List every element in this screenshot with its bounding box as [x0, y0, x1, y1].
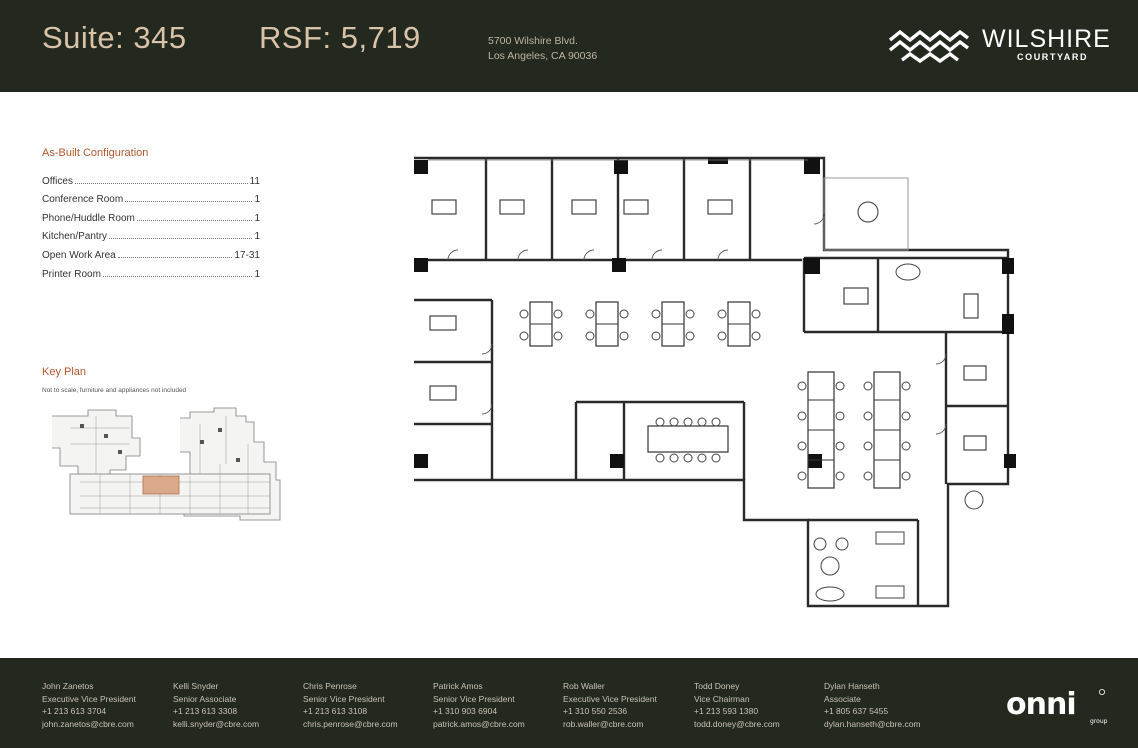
contact-title: Executive Vice President: [563, 693, 657, 704]
config-label: Conference Room: [42, 194, 124, 206]
contact-phone: +1 805 637 5455: [824, 706, 889, 716]
contact-title: Senior Associate: [173, 693, 237, 704]
brand-subtitle: COURTYARD: [1017, 52, 1089, 62]
config-row: Offices 11: [42, 168, 260, 187]
contact-card: Chris Penrose Senior Vice President +1 2…: [303, 680, 398, 730]
leader-dots: [136, 219, 253, 221]
config-value: 1: [254, 194, 260, 206]
contact-phone: +1 310 550 2536: [563, 706, 628, 716]
onni-group-logo: onni group: [1006, 687, 1108, 725]
leader-dots: [109, 238, 253, 240]
config-row: Kitchen/Pantry 1: [42, 224, 260, 243]
contact-card: Dylan Hanseth Associate +1 805 637 5455 …: [824, 680, 921, 730]
rsf-value: RSF: 5,719: [259, 20, 421, 55]
highlighted-suite: [142, 475, 180, 495]
config-row: Conference Room 1: [42, 187, 260, 206]
contact-card: Kelli Snyder Senior Associate +1 213 613…: [173, 680, 259, 730]
floor-plan-drawing: [414, 156, 1016, 608]
wilshire-courtyard-logo: WILSHIRE COURTYARD: [888, 24, 1111, 68]
contact-name: Todd Doney: [694, 681, 740, 691]
config-row: Phone/Huddle Room 1: [42, 205, 260, 224]
contact-name: Kelli Snyder: [173, 681, 219, 691]
contact-title: Associate: [824, 693, 861, 704]
contact-phone: +1 310 903 6904: [433, 706, 498, 716]
contact-email[interactable]: patrick.amos@cbre.com: [433, 718, 525, 729]
contact-name: Rob Waller: [563, 681, 605, 691]
contact-phone: +1 213 613 3308: [173, 706, 238, 716]
contact-title: Executive Vice President: [42, 693, 136, 704]
contact-name: Chris Penrose: [303, 681, 357, 691]
leader-dots: [102, 275, 253, 277]
contact-card: Rob Waller Executive Vice President +1 3…: [563, 680, 657, 730]
config-label: Phone/Huddle Room: [42, 212, 135, 224]
address-line-2: Los Angeles, CA 90036: [488, 50, 598, 62]
contact-title: Senior Vice President: [433, 693, 515, 704]
contact-phone: +1 213 593 1380: [694, 706, 759, 716]
contact-name: Patrick Amos: [433, 681, 483, 691]
config-label: Printer Room: [42, 268, 101, 280]
key-plan-note: Not to scale, furniture and appliances n…: [42, 387, 187, 394]
onni-logo-name: onni: [1006, 687, 1076, 722]
address: 5700 Wilshire Blvd. Los Angeles, CA 9003…: [488, 34, 597, 64]
onni-logo-sub: group: [1090, 718, 1108, 725]
suite-number: Suite: 345: [42, 20, 187, 55]
leader-dots: [117, 256, 233, 258]
contact-phone: +1 213 613 3108: [303, 706, 368, 716]
contact-card: Patrick Amos Senior Vice President +1 31…: [433, 680, 525, 730]
contact-email[interactable]: dylan.hanseth@cbre.com: [824, 718, 921, 729]
contact-card: John Zanetos Executive Vice President +1…: [42, 680, 136, 730]
contact-name: John Zanetos: [42, 681, 94, 691]
contact-name: Dylan Hanseth: [824, 681, 880, 691]
header-bar: Suite: 345 RSF: 5,719 5700 Wilshire Blvd…: [0, 0, 1138, 92]
config-value: 17-31: [234, 249, 260, 261]
brand-name: WILSHIRE: [982, 25, 1111, 53]
config-value: 1: [254, 212, 260, 224]
contact-email[interactable]: kelli.snyder@cbre.com: [173, 718, 260, 729]
config-row: Open Work Area 17-31: [42, 242, 260, 261]
contact-email[interactable]: rob.waller@cbre.com: [563, 718, 644, 729]
config-value: 11: [249, 175, 260, 187]
contact-phone: +1 213 613 3704: [42, 706, 107, 716]
contact-email[interactable]: todd.doney@cbre.com: [694, 718, 780, 729]
leader-dots: [74, 182, 248, 184]
config-value: 1: [254, 231, 260, 243]
wave-logo-icon: [888, 29, 970, 64]
config-label: Offices: [42, 175, 73, 187]
leader-dots: [125, 201, 253, 203]
contact-card: Todd Doney Vice Chairman +1 213 593 1380…: [694, 680, 780, 730]
footer-bar: John Zanetos Executive Vice President +1…: [0, 658, 1138, 748]
config-value: 1: [254, 268, 260, 280]
contact-email[interactable]: chris.penrose@cbre.com: [303, 718, 398, 729]
contact-title: Vice Chairman: [694, 693, 750, 704]
address-line-1: 5700 Wilshire Blvd.: [488, 35, 578, 47]
contact-title: Senior Vice President: [303, 693, 385, 704]
contact-email[interactable]: john.zanetos@cbre.com: [42, 718, 134, 729]
config-label: Kitchen/Pantry: [42, 231, 108, 243]
config-title: As-Built Configuration: [42, 147, 149, 159]
config-label: Open Work Area: [42, 249, 116, 261]
key-plan-map: [52, 407, 281, 521]
key-plan-title: Key Plan: [42, 366, 87, 378]
config-row: Printer Room 1: [42, 261, 260, 280]
